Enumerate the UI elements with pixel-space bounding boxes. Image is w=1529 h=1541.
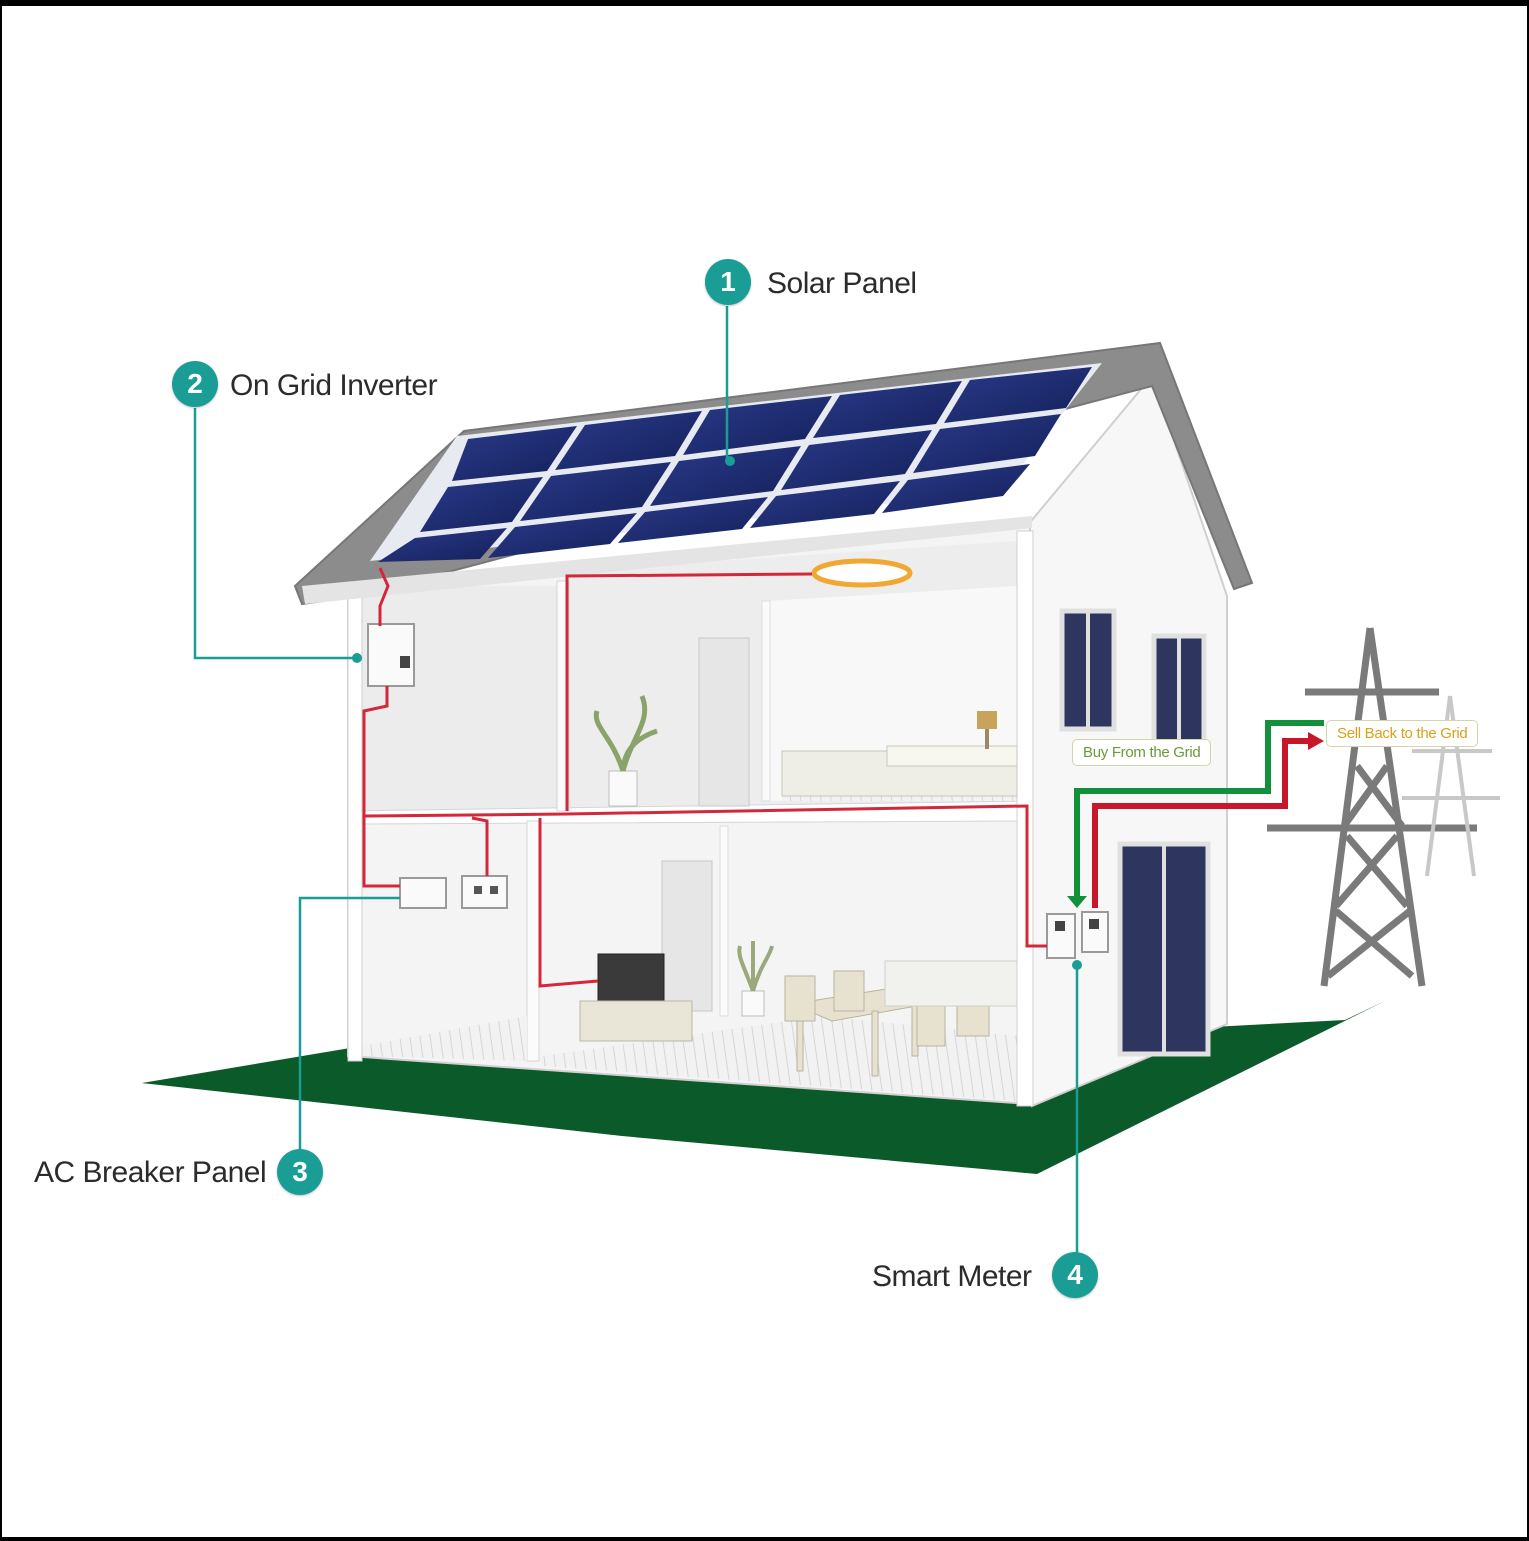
callout-breaker-panel-label: AC Breaker Panel [34, 1156, 266, 1190]
ceiling-light [814, 561, 910, 585]
callout-smart-meter-label: Smart Meter [872, 1260, 1032, 1294]
power-pylon [1267, 628, 1477, 986]
callout-solar-panel-label: Solar Panel [767, 267, 917, 301]
callout-inverter-label: On Grid Inverter [230, 369, 437, 403]
callout-4-badge: 4 [1052, 1252, 1098, 1298]
callout-3-badge: 3 [277, 1149, 323, 1195]
buy-from-grid-tag: Buy From the Grid [1072, 739, 1211, 766]
sell-back-to-grid-tag: Sell Back to the Grid [1326, 720, 1478, 747]
callout-1-badge: 1 [705, 259, 751, 305]
callout-2-badge: 2 [172, 361, 218, 407]
diagram-canvas: 1 Solar Panel 2 On Grid Inverter AC Brea… [2, 6, 1527, 1537]
house-illustration [2, 6, 1527, 1537]
television [598, 954, 664, 1002]
inverter-unit [368, 624, 414, 686]
sliding-door [1120, 844, 1208, 1054]
